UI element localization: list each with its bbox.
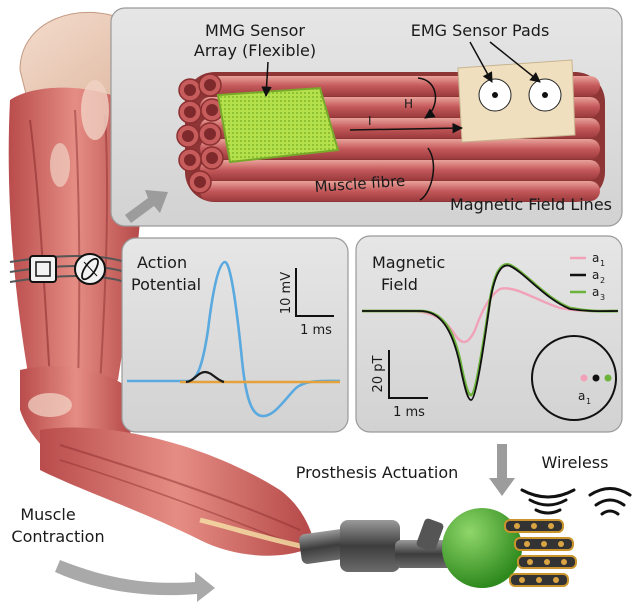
action-title: Potential: [131, 275, 201, 294]
h-symbol: H: [404, 97, 413, 111]
field-title: Magnetic: [372, 253, 445, 272]
sensor-dot-a1: [580, 374, 588, 382]
action-small-trace-black: [185, 370, 225, 384]
fibre-strand: [200, 160, 600, 180]
top-panel: MMG Sensor Array (Flexible) EMG Sensor P…: [110, 7, 623, 227]
circle-label: a: [578, 389, 585, 403]
robotic-hand: [299, 508, 577, 588]
anatomical-arm: [8, 11, 315, 556]
contraction-label: Muscle: [20, 505, 75, 524]
field-title: Field: [381, 275, 418, 294]
emg-pointer-arrow: [469, 41, 493, 83]
i-symbol: I: [368, 114, 372, 128]
action-potential-panel: Action Potential 10 mV 1 ms: [121, 237, 349, 433]
scale-y-label: 10 mV: [279, 272, 294, 314]
finger-joint: [548, 523, 554, 529]
prosthesis-section: Prosthesis Actuation Wireless Muscle Con…: [11, 444, 632, 602]
field-trace-a2: [362, 264, 619, 401]
emg-pointer-arrow: [489, 41, 541, 83]
emg-electrode: [528, 78, 562, 112]
muscle-icon: [74, 253, 106, 285]
green-ball: [442, 508, 522, 588]
scale-x-label: 1 ms: [300, 323, 332, 338]
finger-joint: [553, 577, 559, 583]
fibre-strand: [200, 181, 600, 201]
fibre-end-core: [184, 154, 196, 166]
fibre-end-core: [194, 176, 206, 188]
action-potential-trace: [127, 260, 341, 418]
wireless-icon: [588, 487, 632, 516]
sensor-dot-a3: [604, 374, 612, 382]
pointer-arrow-grey: [125, 190, 168, 223]
scale-bar: [295, 268, 334, 317]
legend-label: a: [592, 251, 599, 265]
finger-joint: [541, 541, 547, 547]
sensor-position-circle: [531, 335, 617, 421]
field-lines-label: Magnetic Field Lines: [450, 195, 612, 214]
contraction-label: Contraction: [11, 527, 104, 546]
finger-joint: [524, 541, 530, 547]
scale-y-label: 20 pT: [371, 356, 386, 393]
legend-label: a: [592, 268, 599, 282]
finger-joint: [536, 577, 542, 583]
finger-joint: [531, 523, 537, 529]
fibre-end-core: [184, 84, 196, 96]
wireless-label: Wireless: [542, 453, 609, 472]
fibre-end-core: [182, 130, 194, 142]
prosthesis-label: Prosthesis Actuation: [296, 463, 459, 482]
fibre-end-core: [206, 104, 218, 116]
legend-label: a: [592, 285, 599, 299]
circle-label-sub: 1: [586, 397, 591, 406]
mmg-label: Array (Flexible): [194, 41, 316, 60]
fibre-end-core: [204, 79, 216, 91]
mmg-pointer-arrow: [261, 61, 272, 98]
legend-label-sub: 3: [600, 293, 605, 302]
finger-joint: [561, 559, 567, 565]
wireless-icon: [520, 488, 576, 515]
finger-joint: [514, 523, 520, 529]
mmg-sensor-array: [216, 86, 340, 164]
contraction-arrow: [55, 560, 215, 602]
finger-joint: [527, 559, 533, 565]
finger-joint: [519, 577, 525, 583]
scale-x-label: 1 ms: [393, 405, 425, 420]
legend-label-sub: 2: [600, 276, 605, 285]
mmg-label: MMG Sensor: [205, 21, 305, 40]
field-loop-arrow: [417, 77, 437, 119]
legend-label-sub: 1: [600, 259, 605, 268]
finger-joint: [558, 541, 564, 547]
arm-sensor-band: [9, 253, 126, 285]
emg-electrode: [478, 78, 512, 112]
finger-joint: [544, 559, 550, 565]
scale-bar: [388, 350, 428, 399]
sensor-dot-a2: [592, 374, 600, 382]
action-title: Action: [137, 253, 187, 272]
fibre-end-core: [206, 152, 218, 164]
current-arrow: [349, 122, 464, 134]
chip-icon: [29, 255, 57, 283]
emg-label: EMG Sensor Pads: [411, 21, 550, 40]
fibre-end-core: [204, 128, 216, 140]
actuation-arrow: [489, 444, 515, 496]
fibre-end-core: [184, 106, 196, 118]
